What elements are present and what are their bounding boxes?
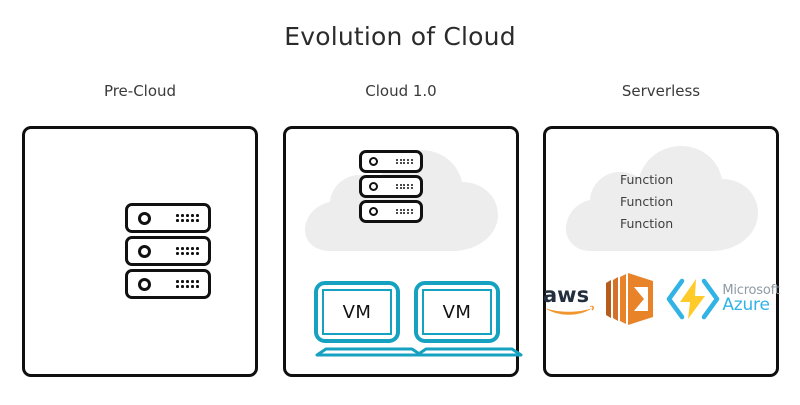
column-header-serverless: Serverless bbox=[621, 82, 701, 100]
server-dots-icon bbox=[176, 280, 199, 288]
azure-bracket-bolt-icon bbox=[667, 278, 720, 320]
provider-logos: aws bbox=[543, 269, 780, 329]
server-led-icon bbox=[369, 207, 378, 216]
laptop-screen: VM bbox=[414, 281, 500, 343]
microsoft-azure-logo: Microsoft Azure bbox=[666, 275, 780, 323]
server-led-icon bbox=[369, 182, 378, 191]
server-rack-unit bbox=[359, 200, 423, 223]
server-dots-icon bbox=[176, 247, 199, 255]
server-dots-icon bbox=[395, 183, 413, 190]
panel-cloud-1-0: VM VM bbox=[283, 126, 523, 377]
svg-text:aws: aws bbox=[543, 283, 589, 307]
server-rack-icon bbox=[359, 150, 423, 223]
column-header-pre-cloud: Pre-Cloud bbox=[103, 82, 177, 100]
server-rack-unit bbox=[125, 236, 211, 266]
server-led-icon bbox=[369, 157, 378, 166]
page-title: Evolution of Cloud bbox=[284, 22, 516, 51]
server-rack-unit bbox=[359, 150, 423, 173]
laptop-screen: VM bbox=[314, 281, 400, 343]
server-led-icon bbox=[138, 211, 151, 225]
server-rack-icon bbox=[125, 203, 211, 299]
server-rack-unit bbox=[125, 269, 211, 299]
laptop-icon: VM bbox=[414, 281, 524, 358]
server-rack-unit bbox=[359, 175, 423, 198]
azure-azure-text: Azure bbox=[722, 294, 770, 315]
laptop-label: VM bbox=[322, 289, 392, 335]
function-label: Function bbox=[620, 216, 674, 231]
laptop-label: VM bbox=[422, 289, 492, 335]
server-rack-unit bbox=[125, 203, 211, 233]
server-dots-icon bbox=[395, 158, 413, 165]
server-led-icon bbox=[138, 277, 151, 291]
column-header-cloud-1-0: Cloud 1.0 bbox=[365, 82, 437, 100]
cloud-function-labels: Function Function Function bbox=[620, 169, 673, 235]
function-label: Function bbox=[620, 194, 674, 209]
laptop-icon: VM bbox=[314, 281, 424, 358]
laptop-base-icon bbox=[314, 346, 424, 358]
laptop-base-icon bbox=[414, 346, 524, 358]
server-dots-icon bbox=[395, 208, 413, 215]
aws-wordmark-icon: aws bbox=[543, 283, 595, 315]
azure-wordmark: Microsoft Azure bbox=[722, 282, 780, 315]
lambda-mark-icon bbox=[606, 273, 654, 325]
server-dots-icon bbox=[176, 214, 199, 222]
server-led-icon bbox=[138, 244, 151, 258]
panel-pre-cloud bbox=[22, 126, 258, 377]
aws-lambda-logo: aws bbox=[542, 269, 656, 329]
function-label: Function bbox=[620, 172, 674, 187]
cloud-icon bbox=[564, 143, 760, 253]
azure-microsoft-text: Microsoft bbox=[722, 282, 780, 298]
panel-serverless: Function Function Function aws bbox=[543, 126, 780, 377]
